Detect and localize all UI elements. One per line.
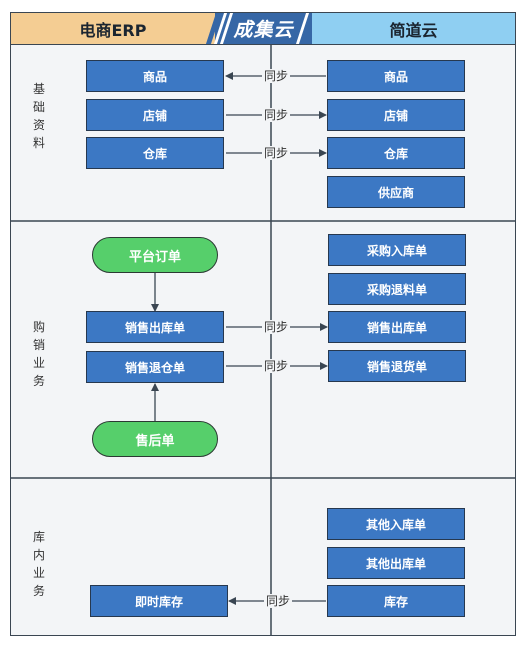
jdy-store-box[interactable]: 店铺 <box>327 99 465 131</box>
erp-sales-return-box[interactable]: 销售退仓单 <box>86 351 224 383</box>
section-label-basic: 基础资料 <box>32 82 45 150</box>
sync-label-sales-return: 同步 <box>262 359 291 373</box>
jdy-sales-outbound-box[interactable]: 销售出库单 <box>328 311 466 343</box>
after-sales-node[interactable]: 售后单 <box>92 421 218 457</box>
header-jiandaoyun: 简道云 <box>312 12 516 45</box>
header-ecommerce-erp: 电商ERP <box>10 12 215 45</box>
sync-label-inventory: 同步 <box>264 594 293 608</box>
jdy-warehouse-box[interactable]: 仓库 <box>327 137 465 169</box>
header-right-title: 简道云 <box>389 20 438 40</box>
sync-label-store: 同步 <box>262 108 291 122</box>
header-left-title: 电商ERP <box>79 20 147 40</box>
jdy-purchase-return-box[interactable]: 采购退料单 <box>328 273 466 305</box>
sync-label-warehouse: 同步 <box>262 146 291 160</box>
sync-label-product: 同步 <box>262 69 291 83</box>
jdy-other-inbound-box[interactable]: 其他入库单 <box>327 508 465 540</box>
erp-product-box[interactable]: 商品 <box>86 60 224 92</box>
jdy-other-outbound-box[interactable]: 其他出库单 <box>327 547 465 579</box>
section-label-inventory: 库内业务 <box>32 530 45 598</box>
section-label-sales: 购销业务 <box>32 320 45 388</box>
jdy-product-box[interactable]: 商品 <box>327 60 465 92</box>
jdy-inventory-box[interactable]: 库存 <box>327 585 465 617</box>
header-center-title: 成集云 <box>233 19 294 41</box>
sync-label-sales-outbound: 同步 <box>262 320 291 334</box>
jdy-sales-return-box[interactable]: 销售退货单 <box>328 350 466 382</box>
erp-warehouse-box[interactable]: 仓库 <box>86 137 224 169</box>
erp-store-box[interactable]: 店铺 <box>86 99 224 131</box>
platform-order-node[interactable]: 平台订单 <box>92 237 218 273</box>
jdy-purchase-inbound-box[interactable]: 采购入库单 <box>328 234 466 266</box>
erp-sales-outbound-box[interactable]: 销售出库单 <box>86 311 224 343</box>
jdy-supplier-box[interactable]: 供应商 <box>327 176 465 208</box>
erp-realtime-inventory-box[interactable]: 即时库存 <box>90 585 228 617</box>
header-chengjiyun: 成集云 <box>205 12 312 45</box>
